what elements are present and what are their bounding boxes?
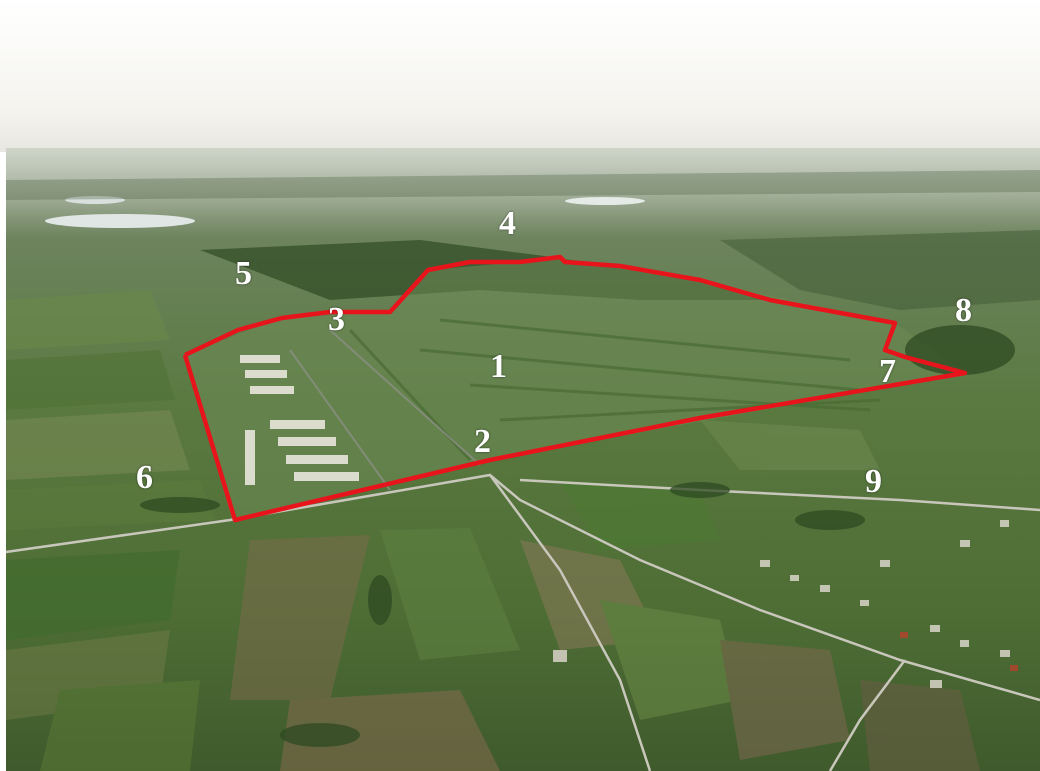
map-marker-5: 5 <box>235 255 252 292</box>
map-marker-2: 2 <box>474 423 491 460</box>
map-marker-8: 8 <box>955 292 972 329</box>
sky <box>0 0 1040 152</box>
map-marker-1: 1 <box>490 348 507 385</box>
map-marker-3: 3 <box>328 301 345 338</box>
map-marker-9: 9 <box>865 463 882 500</box>
camp-boundary-outline <box>182 254 968 523</box>
map-marker-4: 4 <box>499 205 516 242</box>
map-marker-7: 7 <box>879 353 896 390</box>
lake-center <box>565 197 645 205</box>
camp-area <box>185 258 965 520</box>
map-marker-6: 6 <box>136 459 153 496</box>
lake-left <box>45 214 195 228</box>
